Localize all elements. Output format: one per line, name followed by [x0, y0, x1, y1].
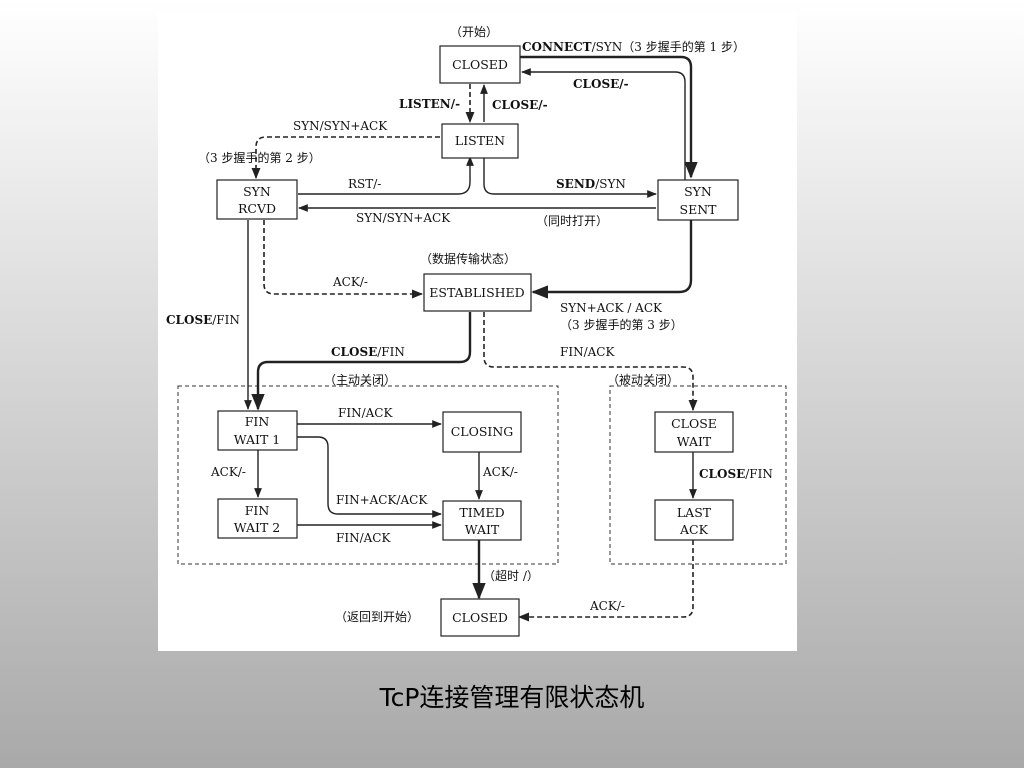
edge-ack-established	[263, 220, 424, 299]
label-listen: LISTEN/-	[399, 97, 460, 111]
slide-caption: TcP连接管理有限状态机	[379, 683, 645, 712]
svg-text:SYN: SYN	[684, 184, 712, 199]
label-close-listen: CLOSE/-	[492, 98, 548, 112]
svg-text:CLOSED: CLOSED	[452, 57, 508, 72]
note-active-close: （主动关闭）	[324, 373, 396, 387]
state-syn-sent: SYN SENT	[657, 179, 739, 221]
note-passive-close: （被动关闭）	[607, 373, 679, 387]
svg-text:ACK: ACK	[679, 522, 709, 537]
state-fin-wait-2: FIN WAIT 2	[217, 498, 298, 539]
label-syn-synack-2: SYN/SYN+ACK	[356, 211, 451, 225]
label-ack-established: ACK/-	[332, 275, 368, 289]
label-fin-ack-ack: FIN+ACK/ACK	[336, 493, 428, 507]
note-timeout: （超时 /）	[483, 568, 539, 583]
label-close-fin-right: CLOSE/FIN	[699, 467, 773, 481]
state-last-ack: LAST ACK	[654, 499, 734, 541]
edge-close-fin-mid	[251, 312, 472, 411]
edge-ack-bottom	[517, 540, 694, 622]
state-closed-bottom: CLOSED	[440, 598, 520, 637]
label-ack-closing: ACK/-	[482, 465, 518, 479]
state-listen: LISTEN	[441, 123, 519, 159]
diagram-panel: CLOSED LISTEN SYN RCVD SYN SENT ESTABLIS…	[158, 12, 797, 651]
label-fin-ack-fw2: FIN/ACK	[336, 531, 391, 545]
active-close-frame	[177, 385, 559, 565]
state-close-wait: CLOSE WAIT	[654, 411, 734, 453]
label-send-syn: SEND/SYN	[556, 177, 626, 191]
state-syn-rcvd: SYN RCVD	[216, 179, 298, 220]
state-closing: CLOSING	[442, 411, 522, 453]
label-ack-bottom: ACK/-	[589, 599, 625, 613]
label-synack-ack: SYN+ACK / ACK	[560, 301, 663, 315]
label-close-syn-sent: CLOSE/-	[573, 77, 629, 91]
state-closed-top: CLOSED	[439, 45, 521, 84]
note-return-start: （返回到开始）	[335, 610, 419, 624]
svg-text:WAIT 2: WAIT 2	[234, 520, 280, 535]
svg-text:WAIT: WAIT	[465, 522, 500, 537]
note-data-transfer: （数据传输状态）	[420, 251, 516, 266]
state-fin-wait-1: FIN WAIT 1	[217, 410, 298, 451]
svg-text:WAIT 1: WAIT 1	[234, 432, 280, 447]
edge-fin-ack-ack	[297, 436, 442, 518]
label-syn-synack-1: SYN/SYN+ACK	[293, 119, 388, 133]
note-simultaneous: （同时打开）	[536, 214, 608, 228]
label-connect-syn: CONNECT/SYN（3 步握手的第 1 步）	[522, 39, 745, 54]
svg-text:TIMED: TIMED	[459, 505, 504, 520]
label-fin-ack-passive: FIN/ACK	[560, 345, 615, 359]
label-fin-ack-closing: FIN/ACK	[338, 406, 393, 420]
tcp-fsm-diagram: CLOSED LISTEN SYN RCVD SYN SENT ESTABLIS…	[166, 25, 787, 637]
svg-text:CLOSE: CLOSE	[671, 416, 717, 431]
svg-text:SYN: SYN	[243, 184, 271, 199]
label-rst: RST/-	[348, 177, 381, 191]
svg-text:RCVD: RCVD	[238, 201, 276, 216]
svg-text:WAIT: WAIT	[677, 434, 712, 449]
edge-connect-syn	[520, 55, 698, 179]
note-step3: （3 步握手的第 3 步）	[560, 317, 683, 332]
state-timed-wait: TIMED WAIT	[442, 500, 522, 541]
svg-text:CLOSING: CLOSING	[451, 424, 514, 439]
state-established: ESTABLISHED	[423, 273, 532, 312]
label-close-fin-left: CLOSE/FIN	[166, 313, 240, 327]
svg-text:SENT: SENT	[680, 202, 718, 217]
note-start: （开始）	[450, 25, 498, 39]
svg-text:LISTEN: LISTEN	[455, 133, 505, 148]
note-step2: （3 步握手的第 2 步）	[198, 150, 321, 165]
edge-close-syn-sent	[521, 68, 686, 180]
svg-text:FIN: FIN	[245, 503, 270, 518]
edge-send-syn	[483, 157, 657, 198]
label-ack-fw2: ACK/-	[210, 465, 246, 479]
svg-text:FIN: FIN	[245, 414, 270, 429]
svg-text:ESTABLISHED: ESTABLISHED	[429, 285, 524, 300]
edge-rst	[298, 156, 474, 195]
svg-text:CLOSED: CLOSED	[452, 610, 508, 625]
edge-fin-ack-passive	[483, 312, 698, 412]
label-close-fin-mid: CLOSE/FIN	[331, 345, 405, 359]
passive-close-frame	[609, 385, 787, 565]
edge-synack-ack	[531, 220, 693, 299]
svg-text:LAST: LAST	[677, 505, 712, 520]
